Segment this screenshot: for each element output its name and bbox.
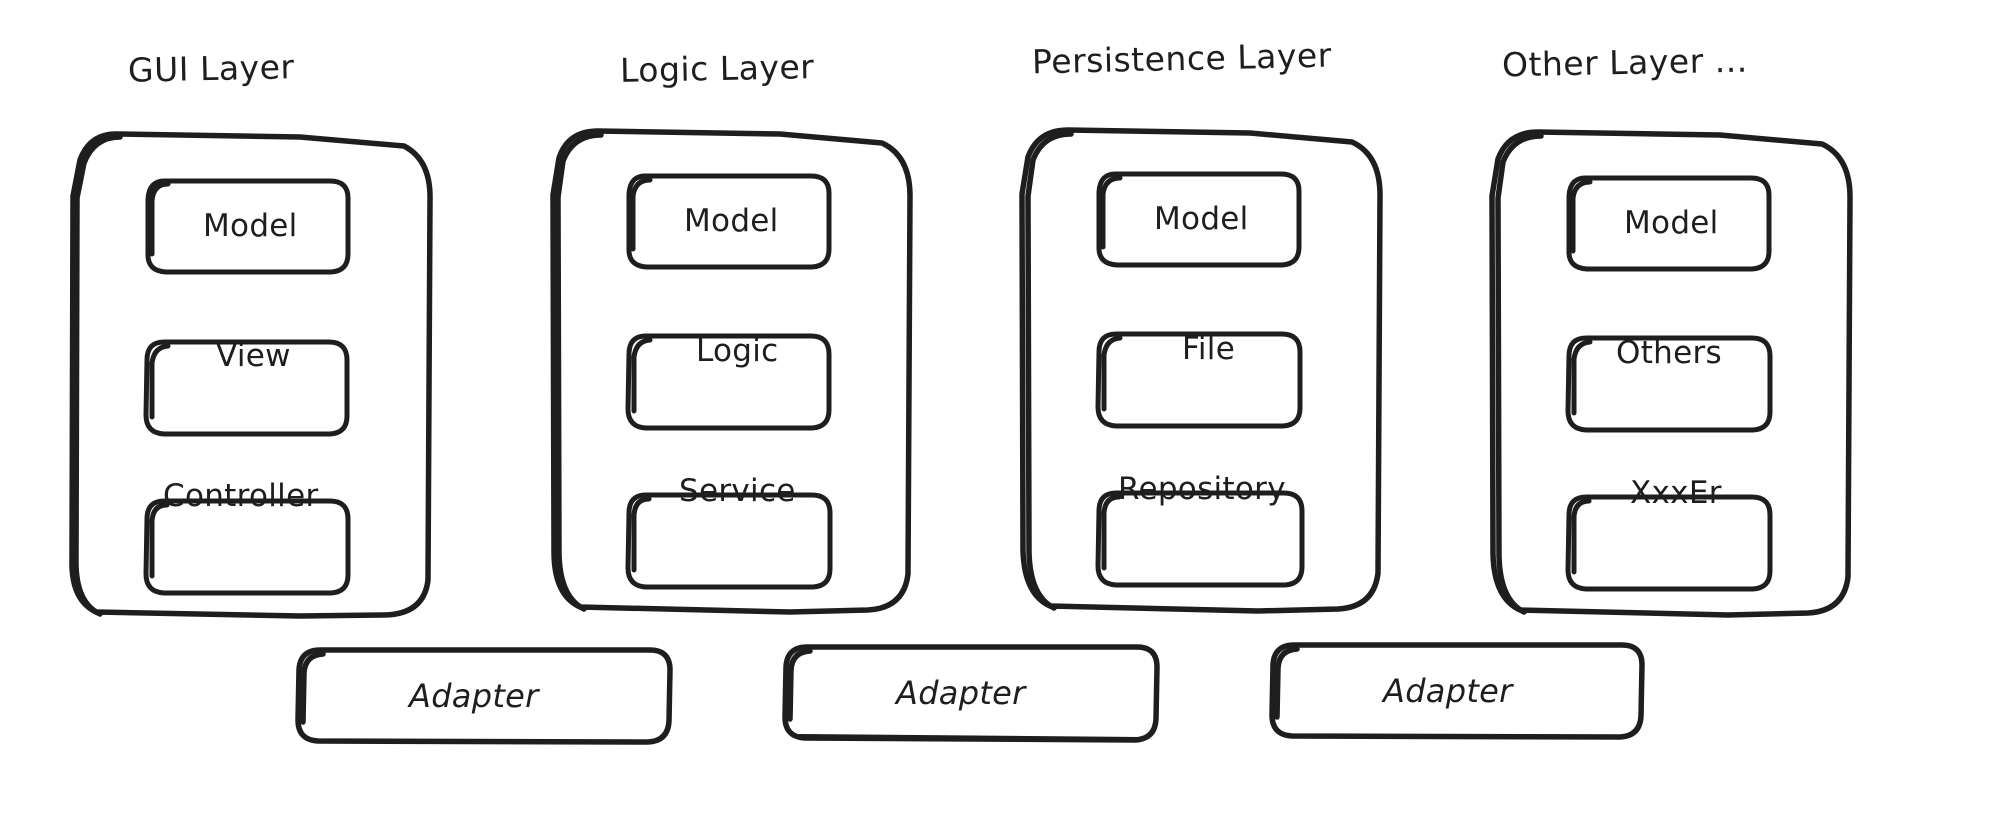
box-label-persistence-model: Model [1154,201,1249,237]
shape-logic-service[interactable] [628,495,830,587]
layer-title-persistence: Persistence Layer [1031,35,1333,82]
box-label-other-model: Model [1624,205,1719,241]
shape-persistence-file[interactable] [1098,334,1300,426]
adapter-label-3: Adapter [1383,672,1513,710]
box-label-persistence-repository: Repository [1118,471,1286,507]
shape-adapter-1[interactable] [298,650,670,742]
adapter-label-2: Adapter [896,674,1026,712]
adapter-label-1: Adapter [409,677,539,715]
layer-title-other: Other Layer ... [1501,40,1749,85]
shape-adapter-3[interactable] [1272,645,1642,737]
shape-persistence-repository[interactable] [1098,493,1302,585]
box-label-gui-model: Model [203,208,298,244]
shape-other-model[interactable] [1569,177,1769,269]
box-label-logic-logic: Logic [696,333,779,369]
shape-logic-logic[interactable] [628,336,829,428]
shape-logic-model[interactable] [629,175,829,267]
box-label-persistence-file: File [1182,331,1236,367]
shape-persistence-model[interactable] [1099,173,1299,265]
shape-gui-view[interactable] [147,342,347,434]
box-label-logic-model: Model [684,203,779,239]
box-label-other-others: Others [1616,335,1722,371]
layer-title-logic: Logic Layer [619,47,815,90]
shape-other-others[interactable] [1568,338,1770,430]
box-label-gui-controller: Controller [163,478,319,514]
box-label-logic-service: Service [679,473,796,509]
shape-adapter-2[interactable] [785,647,1157,740]
layer-title-gui: GUI Layer [127,47,295,90]
shape-gui-controller[interactable] [147,501,348,593]
shape-other-xxxer[interactable] [1568,497,1770,589]
shape-gui-model[interactable] [148,180,348,272]
box-label-other-xxxer: XxxEr [1630,475,1722,511]
box-label-gui-view: View [216,338,291,374]
